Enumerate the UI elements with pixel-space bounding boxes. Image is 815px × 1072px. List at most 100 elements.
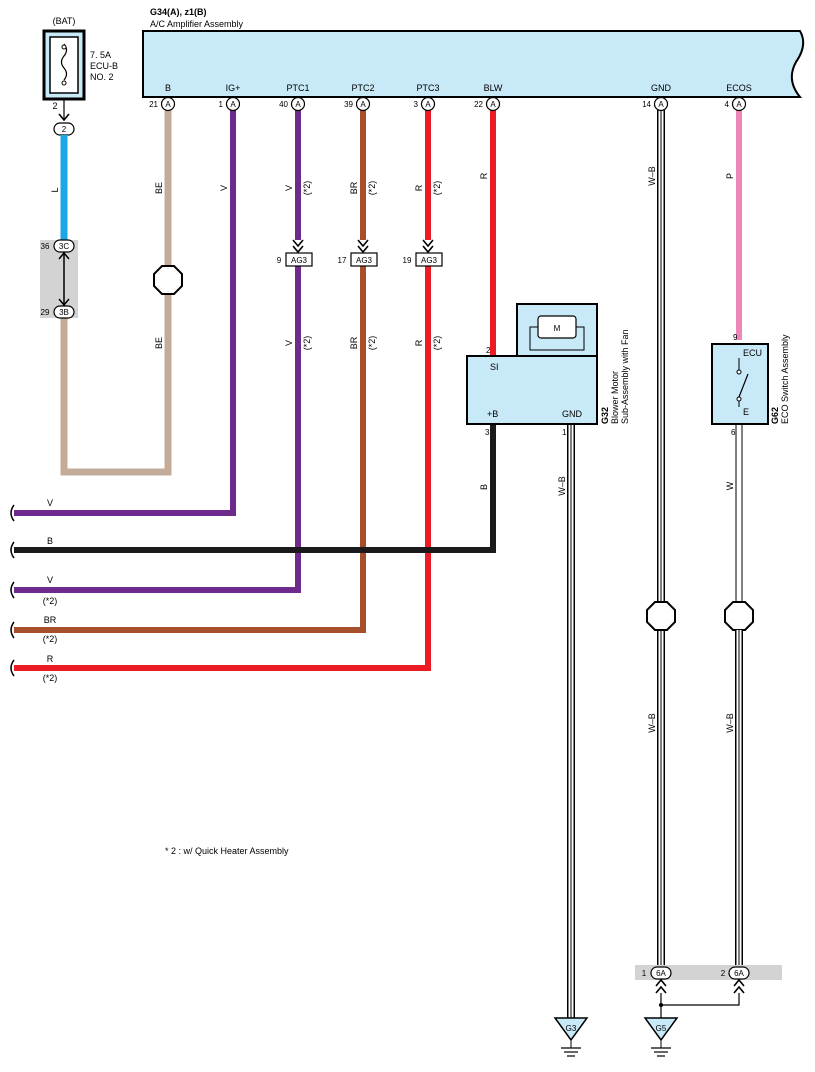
left-wire-note-5: (*2)	[43, 673, 58, 683]
ground-g3: G3	[553, 1017, 589, 1057]
ag3-label: AG3	[356, 256, 373, 265]
amplifier-pin-conn-letter: A	[490, 100, 496, 109]
blower-pin-si: SI	[490, 362, 499, 372]
amplifier-pin-number: 22	[474, 100, 483, 109]
wire-label-BE-lower: BE	[154, 337, 164, 349]
amplifier-pin-connector-icon	[290, 96, 306, 112]
wire-break-icon	[10, 504, 15, 522]
fuse-pin-number: 2	[52, 101, 57, 111]
amplifier-pin-conn-letter: A	[295, 100, 301, 109]
amplifier-pin-conn-letter: A	[425, 100, 431, 109]
ground-g3-label: G3	[566, 1024, 577, 1033]
left-wire-note-4: (*2)	[43, 634, 58, 644]
connector-octagon-icon	[724, 601, 754, 631]
junction-ag3-ptc3: AG3 19	[403, 239, 443, 267]
blower-name-line2: Sub-Assembly with Fan	[620, 329, 630, 424]
left-wire-label-5: R	[47, 654, 54, 664]
wire-V-igplus	[14, 110, 236, 516]
ag3-connector-box	[415, 252, 443, 267]
amplifier-pin-number: 21	[149, 100, 158, 109]
wire-B	[14, 424, 496, 553]
connector-arrow-icon	[733, 978, 745, 994]
junction-6a-label: 6A	[656, 969, 666, 978]
ag3-connector-box	[350, 252, 378, 267]
blower-b-number: 3	[485, 428, 490, 437]
wire-label-R-blw: R	[479, 172, 489, 179]
amplifier-body	[142, 30, 805, 98]
junction-6a-1: 6A 1	[642, 966, 672, 994]
wire-note-ptc3-lower: (*2)	[432, 336, 442, 351]
amplifier-pin-connector-icon	[355, 96, 371, 112]
arrow-up-icon	[58, 251, 70, 260]
wire-note-ptc1-lower: (*2)	[302, 336, 312, 351]
wire-label-R: R	[414, 184, 424, 191]
wire-break-icon	[10, 621, 15, 639]
blower-id: G32	[600, 407, 610, 424]
left-wire-note-3: (*2)	[43, 596, 58, 606]
wire-label-R-lower: R	[414, 339, 424, 346]
wire-label-BR: BR	[349, 181, 359, 194]
blower-pin-b: +B	[487, 409, 498, 419]
wire-label-WB-gnd-lower: W–B	[647, 713, 657, 733]
amplifier-connector-label: G34(A), z1(B)	[150, 7, 207, 17]
left-wire-label-4: BR	[44, 615, 57, 625]
wire-break-icon	[10, 659, 15, 677]
amplifier-pin-conn-letter: A	[736, 100, 742, 109]
ground-link	[660, 993, 740, 1018]
left-wire-label-1: V	[47, 498, 53, 508]
amplifier-pin-connector-icon	[653, 96, 669, 112]
wire-label-B: B	[479, 484, 489, 490]
ground-icon	[643, 1017, 679, 1042]
wire-label-WB-blower: W–B	[557, 476, 567, 496]
amplifier-pin-conn-letter: A	[230, 100, 236, 109]
motor-label: M	[554, 324, 561, 333]
fuse-source-label: (BAT)	[53, 16, 76, 26]
blower-gnd-number: 1	[562, 428, 567, 437]
connector-arrow-icon	[422, 239, 434, 254]
eco-e-number: 6	[731, 428, 736, 437]
wire-label-V-ptc1-lower: V	[284, 340, 294, 346]
switch-contact-icon	[736, 396, 742, 402]
fuse-terminal-icon	[61, 80, 67, 86]
wire-note-ptc2-lower: (*2)	[367, 336, 377, 351]
eco-ecu-number: 9	[733, 333, 738, 342]
arrow-down-icon	[58, 298, 70, 307]
switch-contact-icon	[736, 369, 742, 375]
ground-icon	[553, 1017, 589, 1042]
fuse-name-line1: ECU-B	[90, 61, 118, 71]
amplifier-pin-number: 39	[344, 100, 353, 109]
eco-pin-e: E	[743, 407, 749, 417]
wire-break-icon	[10, 581, 15, 599]
junction-6a-pin: 2	[721, 969, 726, 978]
ground-g5-label: G5	[656, 1024, 667, 1033]
amplifier-pin-conn-letter: A	[658, 100, 664, 109]
amplifier-pin-number: 3	[414, 100, 419, 109]
wire-label-L: L	[50, 187, 60, 192]
junction-connector-3b	[53, 305, 75, 319]
eco-switch-g62: 9 ECU E 6 G62 ECO Switch Assembly	[711, 333, 790, 437]
connector-arrow-icon	[58, 113, 70, 122]
junction-6a-label: 6A	[734, 969, 744, 978]
junction-6a-pin: 1	[642, 969, 647, 978]
fuse-element-icon	[60, 43, 68, 81]
amplifier-pin-number: 1	[219, 100, 224, 109]
amplifier-pin-conn-letter: A	[360, 100, 366, 109]
wire-label-BE-upper: BE	[154, 182, 164, 194]
blower-motor-g32: M 2 SI +B GND 3 1 G32 Blower Motor Sub-A…	[466, 303, 630, 437]
connector-arrow-icon	[357, 239, 369, 254]
ag3-pin: 9	[277, 256, 282, 265]
blower-body	[466, 355, 598, 425]
fuse-terminal-icon	[61, 44, 67, 50]
left-wire-ends: V B V (*2) BR (*2) R (*2)	[10, 498, 58, 683]
eco-switch-body	[711, 343, 769, 425]
wire-label-WB-gnd: W–B	[647, 166, 657, 186]
wire-label-WB-eco: W–B	[725, 713, 735, 733]
wire-BR-ptc2	[14, 266, 366, 633]
eco-switch-name: ECO Switch Assembly	[780, 334, 790, 424]
amplifier-pin-name: ECOS	[726, 83, 752, 93]
junction-3b-pin: 29	[41, 308, 50, 317]
motor-circuit	[529, 326, 585, 351]
fuse-ecu-b-no2: (BAT) 7. 5A ECU-B NO. 2 2 2	[42, 16, 118, 136]
blower-si-number: 2	[486, 346, 491, 355]
